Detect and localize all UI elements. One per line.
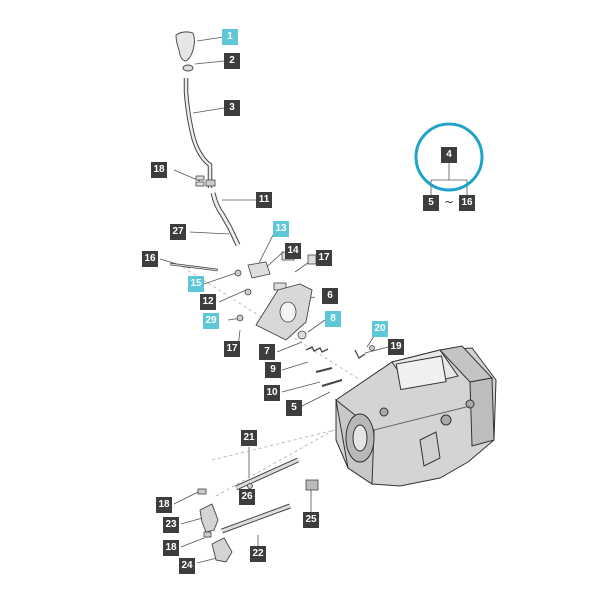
inset-callout-16: 16: [459, 195, 475, 211]
callout-18-fork: 18: [156, 497, 172, 513]
inset-callout-4: 4: [441, 147, 457, 163]
callout-15: 15: [188, 276, 204, 292]
callout-1: 1: [222, 29, 238, 45]
callout-18: 18: [151, 162, 167, 178]
shift-knob: [175, 31, 195, 62]
shift-fork: [199, 503, 219, 533]
callout-14: 14: [285, 243, 301, 259]
callout-19: 19: [388, 339, 404, 355]
gear-part: [305, 479, 319, 491]
callout-9: 9: [265, 362, 281, 378]
callout-25: 25: [303, 512, 319, 528]
shift-fork: [211, 537, 233, 563]
callout-11: 11: [256, 192, 272, 208]
callout-17: 17: [316, 250, 332, 266]
callout-6: 6: [322, 288, 338, 304]
callout-24: 24: [179, 558, 195, 574]
callout-27: 27: [170, 224, 186, 240]
callout-5: 5: [286, 400, 302, 416]
shift-lever: [183, 78, 213, 188]
callout-29: 29: [203, 313, 219, 329]
inset-ring: [414, 122, 484, 192]
callout-22: 22: [250, 546, 266, 562]
callout-21: 21: [241, 430, 257, 446]
callout-20: 20: [372, 321, 388, 337]
callout-12: 12: [200, 294, 216, 310]
callout-17-lower: 17: [224, 341, 240, 357]
callout-7: 7: [259, 344, 275, 360]
callout-10: 10: [264, 385, 280, 401]
callout-18-bottom: 18: [163, 540, 179, 556]
callout-8: 8: [325, 311, 341, 327]
callout-3: 3: [224, 100, 240, 116]
callout-2: 2: [224, 53, 240, 69]
inset-callout-5: 5: [423, 195, 439, 211]
callout-13: 13: [273, 221, 289, 237]
callout-23: 23: [163, 517, 179, 533]
callout-16: 16: [142, 251, 158, 267]
callout-26: 26: [239, 489, 255, 505]
inset-range-separator: ~: [444, 195, 455, 209]
ring-part: [182, 64, 194, 72]
transmission-housing: [335, 345, 497, 487]
